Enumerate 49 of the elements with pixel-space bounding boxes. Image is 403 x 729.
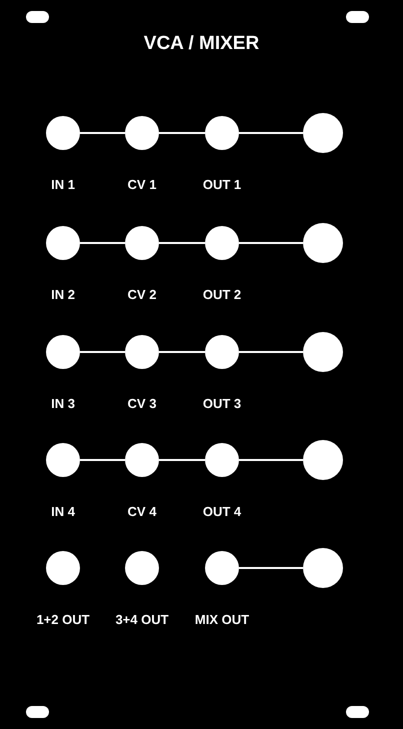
connector-line xyxy=(159,132,205,134)
jack-label: 3+4 OUT xyxy=(115,611,169,629)
jack-socket xyxy=(125,443,159,477)
jack-socket xyxy=(46,116,80,150)
jack-label: CV 4 xyxy=(128,503,156,521)
knob xyxy=(303,332,343,372)
connector-line xyxy=(80,132,125,134)
knob xyxy=(303,223,343,263)
panel-title: VCA / MIXER xyxy=(144,32,260,56)
connector-line xyxy=(239,242,303,244)
jack-socket xyxy=(46,443,80,477)
jack-label: MIX OUT xyxy=(194,611,250,629)
connector-line xyxy=(80,242,125,244)
connector-line xyxy=(159,242,205,244)
jack-socket xyxy=(125,335,159,369)
connector-line xyxy=(80,351,125,353)
jack-label: IN 1 xyxy=(51,176,75,194)
jack-label: OUT 4 xyxy=(202,503,242,521)
connector-line xyxy=(239,459,303,461)
jack-label: CV 3 xyxy=(128,395,156,413)
jack-socket xyxy=(205,551,239,585)
jack-label: CV 2 xyxy=(128,286,156,304)
jack-label: IN 4 xyxy=(51,503,75,521)
jack-label: OUT 1 xyxy=(202,176,242,194)
knob xyxy=(303,548,343,588)
knob xyxy=(303,440,343,480)
jack-socket xyxy=(125,551,159,585)
jack-socket xyxy=(205,335,239,369)
connector-line xyxy=(80,459,125,461)
jack-socket xyxy=(205,116,239,150)
jack-label: IN 2 xyxy=(51,286,75,304)
connector-line xyxy=(159,351,205,353)
jack-label: IN 3 xyxy=(51,395,75,413)
jack-socket xyxy=(46,226,80,260)
connector-line xyxy=(239,567,303,569)
jack-label: OUT 3 xyxy=(202,395,242,413)
jack-socket xyxy=(205,443,239,477)
jack-label: 1+2 OUT xyxy=(36,611,90,629)
jack-socket xyxy=(125,116,159,150)
connector-line xyxy=(239,132,303,134)
jack-socket xyxy=(125,226,159,260)
connector-line xyxy=(159,459,205,461)
jack-socket xyxy=(46,335,80,369)
jack-label: OUT 2 xyxy=(202,286,242,304)
connector-line xyxy=(239,351,303,353)
jack-socket xyxy=(46,551,80,585)
jack-socket xyxy=(205,226,239,260)
jack-label: CV 1 xyxy=(128,176,156,194)
knob xyxy=(303,113,343,153)
